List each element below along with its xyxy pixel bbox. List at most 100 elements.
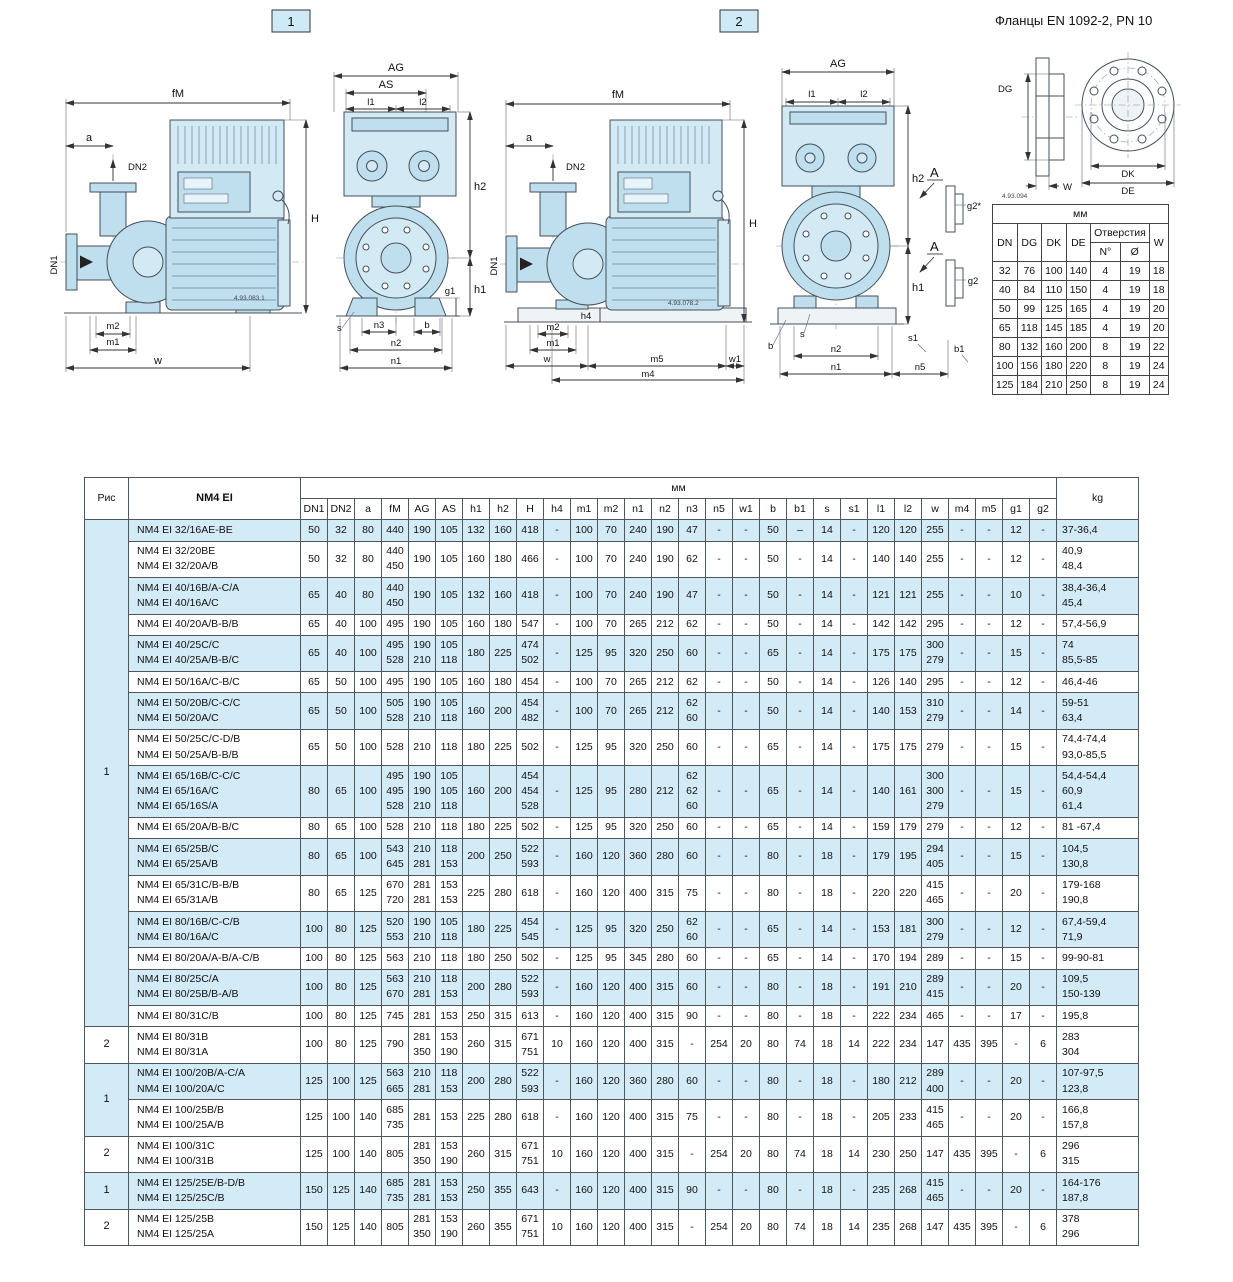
dim-value-b: 65: [759, 947, 787, 970]
flange-cell: 8: [1090, 356, 1121, 376]
weight-cell: 283 304: [1056, 1026, 1139, 1064]
dim-value-m1: 160: [570, 1062, 598, 1101]
dim-value-AG: 210: [408, 728, 436, 767]
dim-value-g1: 12: [1002, 816, 1030, 840]
dim-value-a: 140: [354, 1172, 382, 1210]
dim-value-l1: 235: [867, 1208, 895, 1246]
fig2-dim-H: H: [749, 218, 757, 230]
dim-value-n5: -: [705, 838, 733, 876]
fig1-dim-a: a: [86, 132, 93, 144]
fan-cover: [717, 219, 731, 307]
model-name-cell: NM4 EI 80/31C/B: [128, 1005, 301, 1028]
dim-column-header-g1: g1: [1002, 498, 1030, 521]
flange-cell: 150: [1065, 280, 1092, 300]
flange-cell: 145: [1041, 318, 1067, 338]
dim-value-g1: 15: [1002, 765, 1030, 818]
dim-value-H: 454 482: [516, 692, 544, 730]
fig2-dim-m4: m4: [641, 369, 654, 380]
dim-value-w1: -: [732, 728, 760, 767]
fig2-dim-b1: b1: [954, 344, 965, 355]
dim-value-m4: -: [948, 911, 976, 949]
dim-value-b: 50: [759, 613, 787, 636]
fig2-dim-h2: h2: [912, 173, 924, 185]
dim-value-b1: -: [786, 838, 814, 876]
flange-dim-DG: DG: [998, 84, 1012, 95]
dim-value-n3: 60: [678, 947, 706, 970]
fig2-dim-DN2: DN2: [566, 162, 585, 173]
fig2-dim-n1: n1: [831, 362, 842, 373]
figure2-badge: 2: [719, 9, 759, 33]
dim-value-a: 100: [354, 692, 382, 730]
dim-value-fM: 528: [381, 728, 409, 767]
figure-reference-cell: 1: [84, 1172, 129, 1210]
dim-value-a: 100: [354, 634, 382, 673]
flange-cell: 4: [1090, 261, 1121, 281]
dim-column-header-h4: h4: [543, 498, 571, 521]
dim-value-h2: 355: [489, 1208, 517, 1246]
dim-value-DN2: 32: [327, 540, 355, 579]
dim-value-h2: 180: [489, 613, 517, 636]
dim-value-s1: -: [840, 765, 868, 818]
dim-column-header-fM: fM: [381, 498, 409, 521]
dim-value-H: 671 751: [516, 1026, 544, 1064]
dim-value-m2: 95: [597, 634, 625, 673]
weight-cell: 179-168 190,8: [1056, 874, 1139, 913]
dim-value-h2: 315: [489, 1005, 517, 1028]
dim-value-DN2: 65: [327, 816, 355, 840]
dim-value-h2: 200: [489, 765, 517, 818]
dim-value-DN2: 100: [327, 1099, 355, 1137]
dim-value-m5: -: [975, 634, 1003, 673]
flange-cell: 32: [992, 261, 1018, 281]
dim-value-b1: -: [786, 947, 814, 970]
dim-value-H: 671 751: [516, 1208, 544, 1246]
dim-value-m4: -: [948, 816, 976, 840]
dim-value-n1: 400: [624, 1135, 652, 1174]
dim-value-H: 466: [516, 540, 544, 579]
dim-value-b: 80: [759, 838, 787, 876]
dim-value-s1: -: [840, 874, 868, 913]
fig2-dim-fM: fM: [612, 89, 624, 101]
dim-value-h2: 160: [489, 577, 517, 615]
flange-cell: 125: [1041, 299, 1067, 319]
model-name-cell: NM4 EI 80/16B/C-C/B NM4 EI 80/16A/C: [128, 911, 301, 949]
dim-value-h1: 180: [462, 911, 490, 949]
dim-value-n2: 212: [651, 692, 679, 730]
figure-reference-cell: 2: [84, 1026, 129, 1064]
dim-value-h1: 180: [462, 634, 490, 673]
dim-value-w: 147: [921, 1208, 949, 1246]
dim-value-a: 100: [354, 838, 382, 876]
dim-value-m5: -: [975, 540, 1003, 579]
dim-value-m5: -: [975, 1099, 1003, 1137]
dim-value-m2: 120: [597, 1172, 625, 1210]
dim-value-g1: 14: [1002, 692, 1030, 730]
dim-value-m4: -: [948, 1172, 976, 1210]
model-name-cell: NM4 EI 100/20B/A-C/A NM4 EI 100/20A/C: [128, 1062, 301, 1101]
flange-cell: 20: [1148, 299, 1169, 319]
dim-value-H: 418: [516, 519, 544, 542]
dim-value-l1: 175: [867, 634, 895, 673]
dim-value-l1: 220: [867, 874, 895, 913]
dim-value-a: 125: [354, 911, 382, 949]
flange-cell: 24: [1148, 375, 1169, 395]
weight-cell: 81 -67,4: [1056, 816, 1139, 840]
dim-value-n3: 47: [678, 577, 706, 615]
table-row: NM4 EI 65/16B/C-C/C NM4 EI 65/16A/C NM4 …: [85, 765, 1139, 818]
dim-value-m5: -: [975, 968, 1003, 1007]
dim-value-fM: 495 495 528: [381, 765, 409, 818]
dim-value-m5: 395: [975, 1135, 1003, 1174]
flange-cell: 65: [992, 318, 1018, 338]
dim-value-DN1: 50: [300, 519, 328, 542]
dim-value-n5: -: [705, 874, 733, 913]
dim-value-l2: 234: [894, 1005, 922, 1028]
flange-col-n: N°: [1090, 242, 1121, 262]
dim-value-s1: -: [840, 671, 868, 694]
dim-column-header-DN2: DN2: [327, 498, 355, 521]
dim-value-h4: -: [543, 968, 571, 1007]
dim-value-w1: 20: [732, 1208, 760, 1246]
dim-value-l1: 180: [867, 1062, 895, 1101]
dim-value-s: 18: [813, 874, 841, 913]
dim-value-m2: 120: [597, 1005, 625, 1028]
weight-cell: 74 85,5-85: [1056, 634, 1139, 673]
